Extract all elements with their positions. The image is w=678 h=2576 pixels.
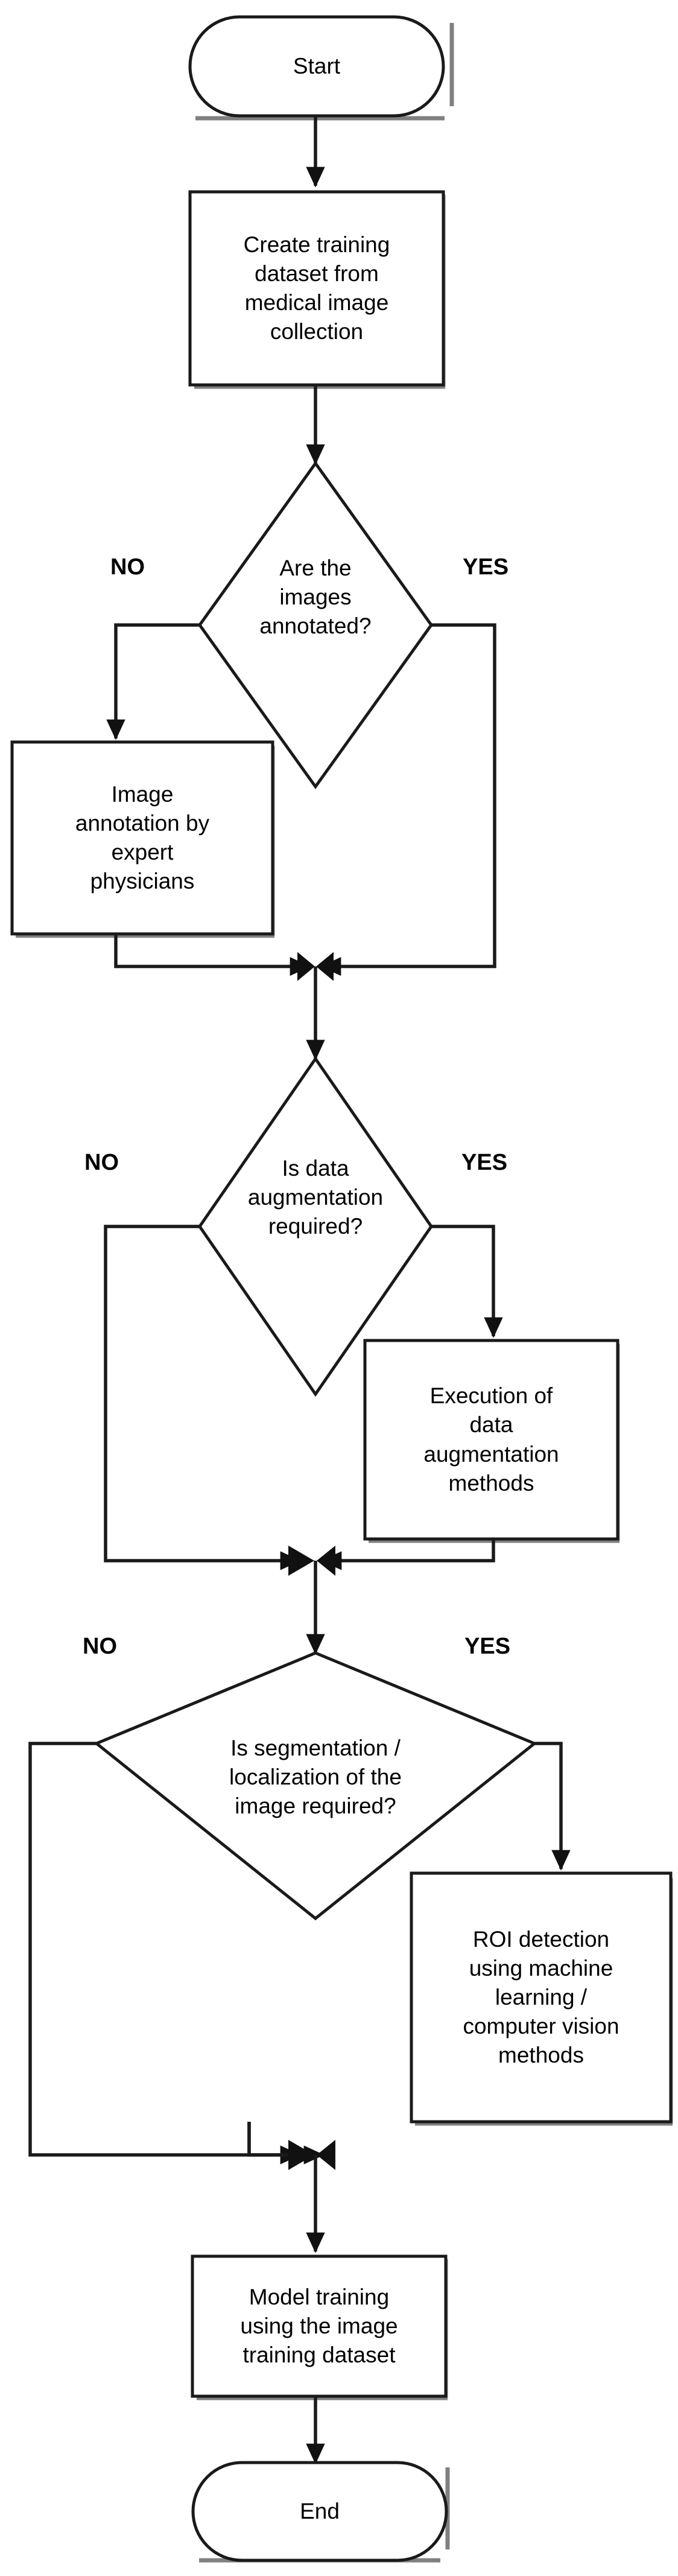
node-model-training[interactable] <box>192 2256 446 2396</box>
edge-augmentation-no-to-merge-2 <box>104 1225 301 1570</box>
edge-roi-process-to-merge-3 <box>247 2122 325 2165</box>
branch-label-augmentation-no: NO <box>84 1150 119 1175</box>
shape-roi-process <box>410 1871 673 2124</box>
edge-augmentation-process-to-merge-2 <box>321 1539 495 1570</box>
shape-create-dataset <box>188 190 445 387</box>
flow-shapes <box>10 15 673 2562</box>
merge-3-rail <box>247 2122 251 2155</box>
merge-junction-3 <box>288 2140 335 2170</box>
edge-segmentation-yes-to-roi-process <box>534 1742 571 1871</box>
branch-label-segmentation-yes: YES <box>464 1634 511 1659</box>
node-augmentation-process[interactable] <box>365 1340 618 1539</box>
edge-annotation-to-merge-1 <box>114 934 311 976</box>
connector-lines <box>28 116 571 2464</box>
edge-annotated-no-to-annotation <box>106 623 200 740</box>
shape-start <box>188 15 445 118</box>
shape-model-training <box>191 2254 448 2398</box>
edge-segmentation-no-to-merge-3 <box>28 1742 301 2165</box>
node-create-dataset[interactable] <box>190 192 443 385</box>
shape-annotated-decision <box>197 460 434 790</box>
merge-junction-2 <box>288 1546 335 1576</box>
merge-junction-1 <box>297 952 334 981</box>
merge-junctions <box>288 952 335 2170</box>
node-annotated-decision[interactable] <box>200 463 431 787</box>
shape-segmentation-decision <box>93 1651 537 1921</box>
node-annotation-process[interactable] <box>12 742 273 934</box>
branch-label-augmentation-yes: YES <box>461 1150 508 1175</box>
branch-label-annotated-no: NO <box>110 554 145 580</box>
shape-annotation-process <box>10 740 274 936</box>
shape-augmentation-process <box>363 1339 619 1541</box>
shape-augmentation-decision <box>197 1056 434 1397</box>
edge-annotated-yes-to-merge-1 <box>320 623 496 976</box>
shape-end <box>191 2461 448 2562</box>
node-end[interactable] <box>193 2463 446 2560</box>
branch-label-segmentation-no: NO <box>83 1634 117 1659</box>
node-roi-process[interactable] <box>411 1873 671 2122</box>
node-start[interactable] <box>190 17 443 116</box>
branch-label-annotated-yes: YES <box>463 554 509 580</box>
edge-augmentation-yes-to-augmentation-process <box>431 1225 503 1338</box>
